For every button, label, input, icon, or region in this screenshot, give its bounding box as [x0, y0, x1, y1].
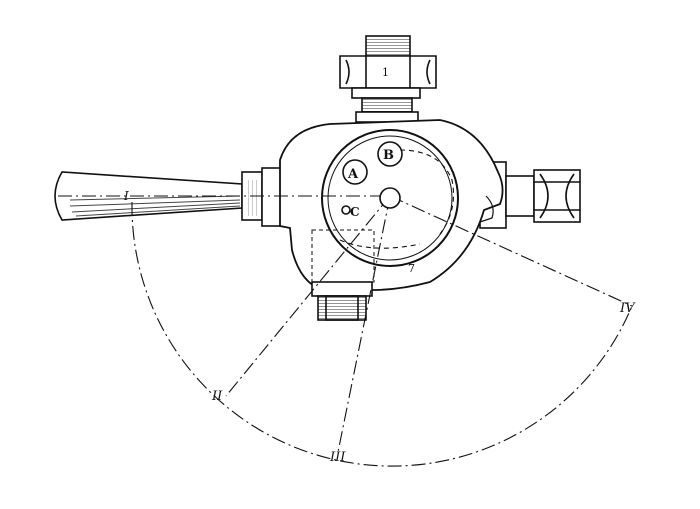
part-body-label: 7 — [408, 262, 415, 275]
bottom-nipple — [311, 229, 375, 321]
port-c-label: C — [350, 205, 360, 219]
lever-handle — [54, 167, 293, 227]
position-lines — [58, 195, 633, 467]
position-4-label: IV — [619, 301, 636, 316]
position-3-label: III — [329, 450, 346, 465]
position-1-label: I — [123, 189, 129, 203]
ports — [341, 141, 403, 215]
port-a-label: A — [347, 167, 359, 182]
part-nut-label: 1 — [382, 66, 389, 79]
top-nut — [339, 35, 437, 123]
port-b-label: B — [383, 148, 394, 163]
position-2-label: II — [211, 389, 223, 404]
